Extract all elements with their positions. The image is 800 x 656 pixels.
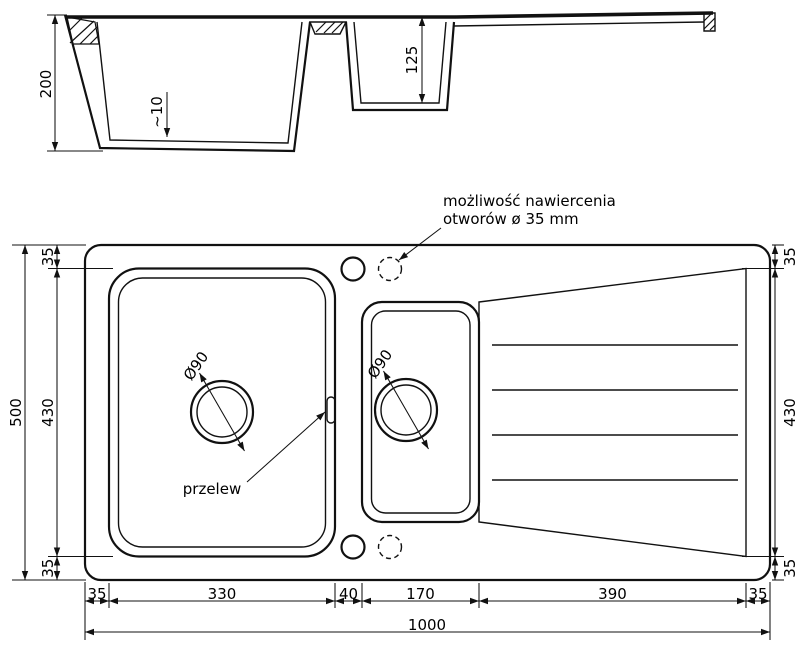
main-bowl-inner <box>117 277 327 548</box>
dimension-arrowhead <box>199 373 207 383</box>
small-drain-diameter-label: Ø90 <box>364 346 396 382</box>
main-drain-diameter-label: Ø90 <box>180 348 212 384</box>
optional-hole-bottom <box>377 534 403 560</box>
dim-small-bowl-depth: 125 <box>403 46 421 75</box>
dimension-arrowhead <box>21 245 29 254</box>
plan-dimensions-right: 35 430 35 <box>742 244 799 581</box>
small-bowl-drain: Ø90 <box>364 346 439 450</box>
small-bowl-inner <box>370 310 471 514</box>
dimension-arrowhead <box>21 571 29 580</box>
dim-right-top-margin: 35 <box>781 247 799 266</box>
optional-hole-top <box>377 256 403 282</box>
dim-main-bowl-width: 330 <box>208 585 237 603</box>
plan-dimensions-bottom: 35 330 40 170 390 35 1000 <box>84 582 771 640</box>
divider-hatching <box>315 21 344 34</box>
dimension-arrowhead <box>771 259 779 269</box>
dimension-arrowhead <box>53 245 61 254</box>
dimension-arrowhead <box>237 441 245 451</box>
dimension-arrowhead <box>737 597 746 605</box>
sink-outline <box>83 243 772 582</box>
dim-total-width: 1000 <box>408 616 446 634</box>
overflow-label: przelew <box>183 480 241 498</box>
dimension-arrowhead <box>326 597 335 605</box>
dimension-arrowhead <box>335 597 344 605</box>
left-lip-hatching <box>68 17 99 45</box>
dim-drainer-width: 390 <box>598 585 627 603</box>
dim-total-height: 500 <box>7 398 25 427</box>
section-dimensions: 200 ~10 125 <box>37 14 426 152</box>
dimension-arrowhead <box>53 571 61 580</box>
main-bowl-drain: Ø90 <box>180 348 255 452</box>
dimension-arrowhead <box>479 597 488 605</box>
right-lip-hatching <box>703 12 716 31</box>
drainer-area <box>478 267 747 558</box>
drill-note-line1: możliwość nawiercenia <box>443 192 616 210</box>
dimension-arrowhead <box>746 597 755 605</box>
dim-left-bottom-margin: 35 <box>39 559 57 578</box>
small-bowl-inner-wall <box>353 21 447 104</box>
dimension-arrowhead <box>109 597 118 605</box>
dimension-arrowhead <box>353 597 362 605</box>
dimension-arrowhead <box>85 628 94 636</box>
small-bowl-outer-wall <box>344 21 456 112</box>
dimension-arrowhead <box>53 259 61 269</box>
dimension-arrowhead <box>771 571 779 580</box>
dimension-arrowhead <box>421 439 429 449</box>
bowl-divider-section <box>308 21 348 35</box>
dimension-arrowhead <box>53 556 61 566</box>
dimension-arrowhead <box>53 547 61 557</box>
dimension-arrowhead <box>51 142 59 151</box>
dimension-arrowhead <box>51 15 59 24</box>
dimension-arrowhead <box>100 597 109 605</box>
dimension-arrowhead <box>316 412 325 421</box>
plan-dimensions-left: 500 35 430 35 <box>7 244 113 581</box>
dimension-arrowhead <box>761 597 770 605</box>
small-bowl-outer <box>360 300 481 524</box>
overflow-slot <box>326 396 336 424</box>
dimension-arrowhead <box>771 268 779 278</box>
dim-drainer-height: 430 <box>781 398 799 427</box>
drainer-grooves <box>492 344 738 481</box>
dim-rim-thickness: ~10 <box>148 96 166 128</box>
dim-left-top-margin: 35 <box>39 247 57 266</box>
dimension-arrowhead <box>383 371 391 381</box>
left-edge-lip <box>66 16 100 45</box>
section-drainer-top <box>455 11 714 19</box>
dimension-arrowhead <box>85 597 94 605</box>
dimension-arrowhead <box>761 628 770 636</box>
dim-bowl-height: 430 <box>39 398 57 427</box>
dimension-arrowhead <box>470 597 479 605</box>
dimension-arrowhead <box>163 128 171 137</box>
dimension-arrowhead <box>771 556 779 566</box>
faucet-hole-top <box>340 256 366 282</box>
dimension-arrowhead <box>362 597 371 605</box>
dim-right-bottom-margin: 35 <box>781 559 799 578</box>
dimension-arrowhead <box>771 245 779 254</box>
dimension-arrowhead <box>399 252 409 260</box>
dimension-arrowhead <box>418 94 426 103</box>
drill-note-line2: otworów ø 35 mm <box>443 210 579 228</box>
main-bowl-outer-wall <box>63 14 312 153</box>
plan-view: Ø90 Ø90 przelew <box>83 243 772 582</box>
dim-small-bowl-width: 170 <box>406 585 435 603</box>
faucet-hole-bottom <box>340 534 366 560</box>
dim-depth-total: 200 <box>37 70 55 99</box>
dimension-arrowhead <box>53 268 61 278</box>
dimension-arrowhead <box>418 17 426 26</box>
drill-note: możliwość nawiercenia otworów ø 35 mm <box>398 192 616 261</box>
section-view: 200 ~10 125 <box>37 11 716 153</box>
main-bowl-inner-wall <box>96 21 303 144</box>
drainer-underside <box>453 21 705 27</box>
dimension-arrowhead <box>771 547 779 557</box>
